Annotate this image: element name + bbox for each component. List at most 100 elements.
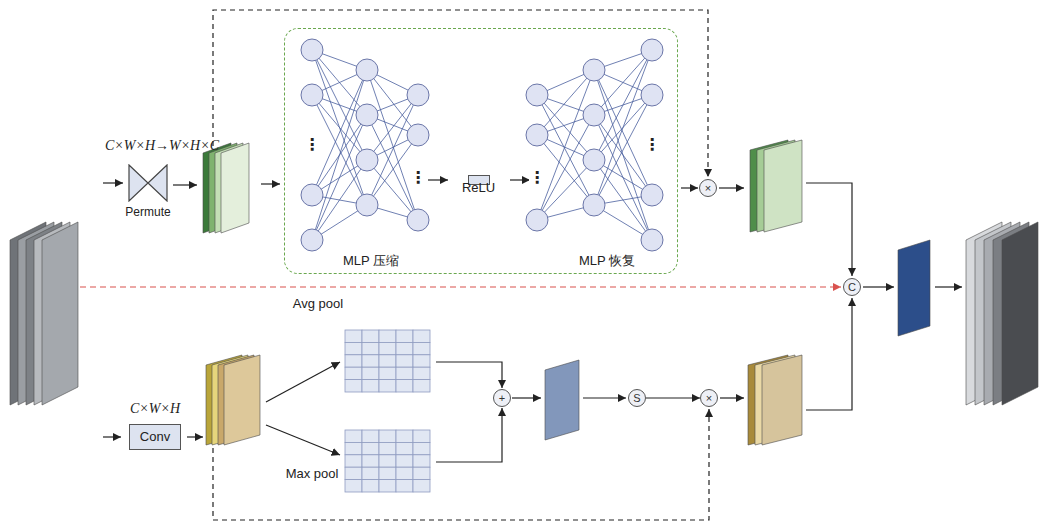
flow-arrow (187, 436, 203, 437)
node-text: × (705, 183, 711, 194)
neuron (356, 149, 378, 171)
flow-arrow (806, 183, 852, 276)
grid-cell (362, 455, 379, 467)
flow-arrow (266, 425, 340, 455)
grid-cell (379, 467, 396, 479)
grid-cell (345, 330, 362, 342)
concat-map (898, 240, 930, 336)
neuron (641, 229, 663, 251)
grid-cell (345, 467, 362, 479)
feature-plate (221, 143, 249, 233)
grid-cell (379, 367, 396, 379)
neuron (356, 194, 378, 216)
grid-cell (396, 380, 413, 392)
feature-plate (1002, 222, 1038, 405)
node-text: + (499, 393, 505, 404)
flow-arrow (173, 184, 197, 185)
conv-box: Conv (129, 424, 181, 450)
neuron (583, 59, 605, 81)
permute-symbol (128, 164, 168, 202)
grid-cell (413, 355, 430, 367)
pool-label: Max pool (286, 467, 339, 481)
multiply-operator: × (699, 179, 717, 197)
grid-cell (396, 355, 413, 367)
grid-cell (379, 342, 396, 354)
neuron (407, 209, 429, 231)
flow-arrow (719, 187, 744, 188)
concat-operator: C (843, 278, 861, 296)
grid-cell (413, 467, 430, 479)
flow-arrow (806, 298, 852, 410)
pool-grid (345, 330, 430, 392)
grid-cell (345, 367, 362, 379)
grid-cell (413, 430, 430, 442)
neuron (526, 209, 548, 231)
grid-cell (413, 455, 430, 467)
grid-cell (396, 442, 413, 454)
ellipsis-mark: ⋮ (644, 136, 660, 154)
pool-grid (345, 430, 430, 492)
neuron (301, 229, 323, 251)
node-text: × (706, 393, 712, 404)
node-text: S (633, 393, 640, 404)
neuron (301, 184, 323, 206)
grid-cell (396, 480, 413, 492)
flow-arrow (261, 183, 280, 184)
input-feature-map (10, 222, 78, 405)
skip-dashed-line (213, 409, 709, 520)
node-text: MLP 恢复 (579, 253, 635, 269)
flow-arrow (436, 362, 502, 388)
grid-cell (379, 430, 396, 442)
neuron (356, 59, 378, 81)
flow-arrow (103, 436, 121, 437)
flow-arrow (935, 286, 962, 287)
flow-arrow (510, 179, 530, 180)
grid-cell (396, 455, 413, 467)
neuron (641, 184, 663, 206)
relu-box: ReLU (468, 175, 490, 185)
flow-connector (646, 397, 700, 398)
neuron (641, 84, 663, 106)
feature-plate (764, 140, 802, 232)
grid-cell (345, 342, 362, 354)
grid-cell (379, 442, 396, 454)
neuron-link (312, 115, 367, 240)
neuron (583, 194, 605, 216)
conv-feature-map (206, 355, 260, 445)
flow-arrow (720, 397, 744, 398)
flow-arrow (266, 362, 340, 402)
grid-cell (362, 342, 379, 354)
residual-dashed-line (80, 286, 841, 287)
neuron (407, 124, 429, 146)
permuted-feature-map (203, 143, 249, 233)
neuron-link (594, 115, 652, 240)
grid-cell (396, 367, 413, 379)
grid-cell (362, 467, 379, 479)
grid-cell (413, 380, 430, 392)
grid-cell (345, 380, 362, 392)
feature-plate (545, 360, 579, 440)
node-text: ReLU (462, 180, 495, 196)
skip-dashed-line (213, 10, 708, 177)
neuron (356, 104, 378, 126)
neuron (526, 124, 548, 146)
grid-cell (362, 330, 379, 342)
channel-attention-map (750, 140, 802, 232)
ellipsis-mark: ⋮ (410, 169, 426, 187)
mlp-region: MLP 压缩MLP 恢复ReLU (284, 28, 678, 274)
flow-arrow (436, 408, 502, 462)
sigmoid-operator: S (628, 389, 646, 407)
grid-cell (362, 442, 379, 454)
grid-cell (362, 480, 379, 492)
neuron (301, 84, 323, 106)
neuron (301, 39, 323, 61)
grid-cell (345, 455, 362, 467)
neuron (526, 84, 548, 106)
multiply-operator: × (700, 389, 718, 407)
grid-cell (413, 442, 430, 454)
output-feature-map (966, 222, 1038, 405)
grid-cell (396, 467, 413, 479)
grid-cell (345, 430, 362, 442)
neuron (583, 149, 605, 171)
grid-cell (413, 330, 430, 342)
